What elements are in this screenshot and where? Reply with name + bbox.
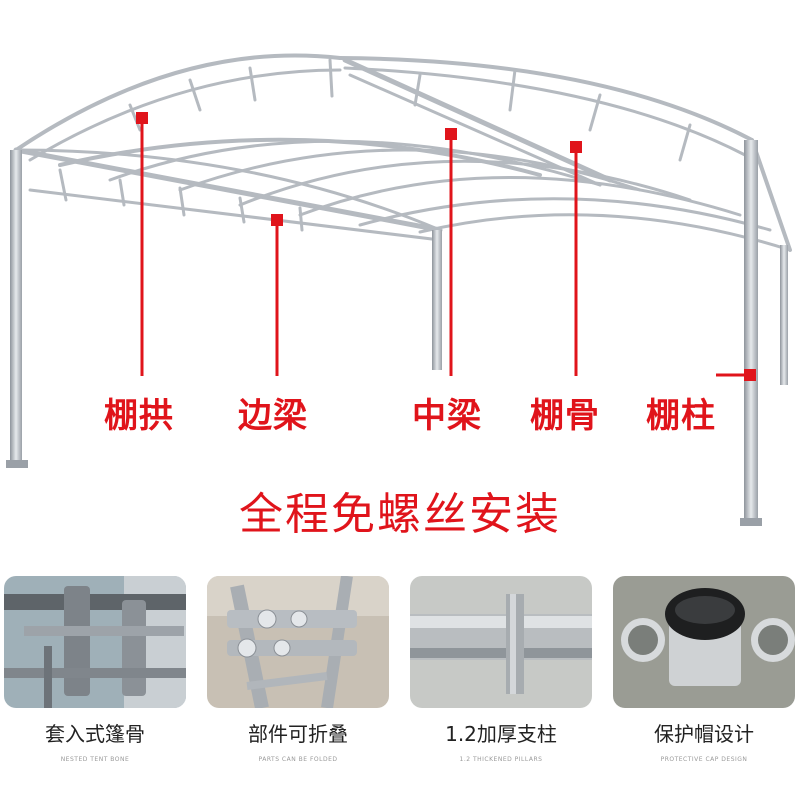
detail-card-foldable: 部件可折叠 PARTS CAN BE FOLDED bbox=[207, 572, 389, 772]
detail-caption-foldable: 部件可折叠 bbox=[248, 722, 348, 746]
label-ridge-beam: 中梁 bbox=[412, 396, 482, 436]
tent-frame-drawing bbox=[6, 53, 792, 526]
detail-gallery: 套入式篷骨 NESTED TENT BONE 部件可折叠 PARTS CAN B… bbox=[0, 572, 800, 800]
detail-subcaption-thick-pillar: 1.2 THICKENED PILLARS bbox=[459, 756, 543, 763]
detail-card-nested-bone: 套入式篷骨 NESTED TENT BONE bbox=[4, 572, 186, 772]
detail-caption-nested-bone: 套入式篷骨 bbox=[45, 722, 145, 746]
front-arch-right bbox=[338, 56, 754, 142]
detail-card-thick-pillar: 1.2加厚支柱 1.2 THICKENED PILLARS bbox=[410, 572, 592, 772]
tent-frame-photo: 棚拱 边梁 中梁 棚骨 棚柱 全程免螺丝安装 bbox=[6, 53, 792, 540]
detail-caption-protective-cap: 保护帽设计 bbox=[654, 722, 754, 746]
detail-subcaption-nested-bone: NESTED TENT BONE bbox=[60, 756, 130, 763]
label-arch: 棚拱 bbox=[104, 396, 174, 436]
label-rib: 棚骨 bbox=[530, 396, 600, 436]
label-side-beam: 边梁 bbox=[238, 396, 308, 436]
detail-card-protective-cap: 保护帽设计 PROTECTIVE CAP DESIGN bbox=[613, 572, 795, 772]
detail-photo-protective-cap bbox=[613, 576, 795, 708]
detail-photo-foldable bbox=[207, 576, 389, 708]
detail-photo-thick-pillar bbox=[410, 576, 592, 708]
detail-photo-nested-bone bbox=[4, 576, 186, 708]
detail-subcaption-foldable: PARTS CAN BE FOLDED bbox=[258, 756, 338, 763]
detail-caption-thick-pillar: 1.2加厚支柱 bbox=[445, 722, 557, 746]
detail-subcaption-protective-cap: PROTECTIVE CAP DESIGN bbox=[660, 756, 748, 763]
tagline: 全程免螺丝安装 bbox=[239, 489, 561, 540]
label-pillar: 棚柱 bbox=[646, 396, 716, 436]
tent-poles bbox=[6, 140, 788, 526]
front-arch-left bbox=[14, 53, 342, 152]
